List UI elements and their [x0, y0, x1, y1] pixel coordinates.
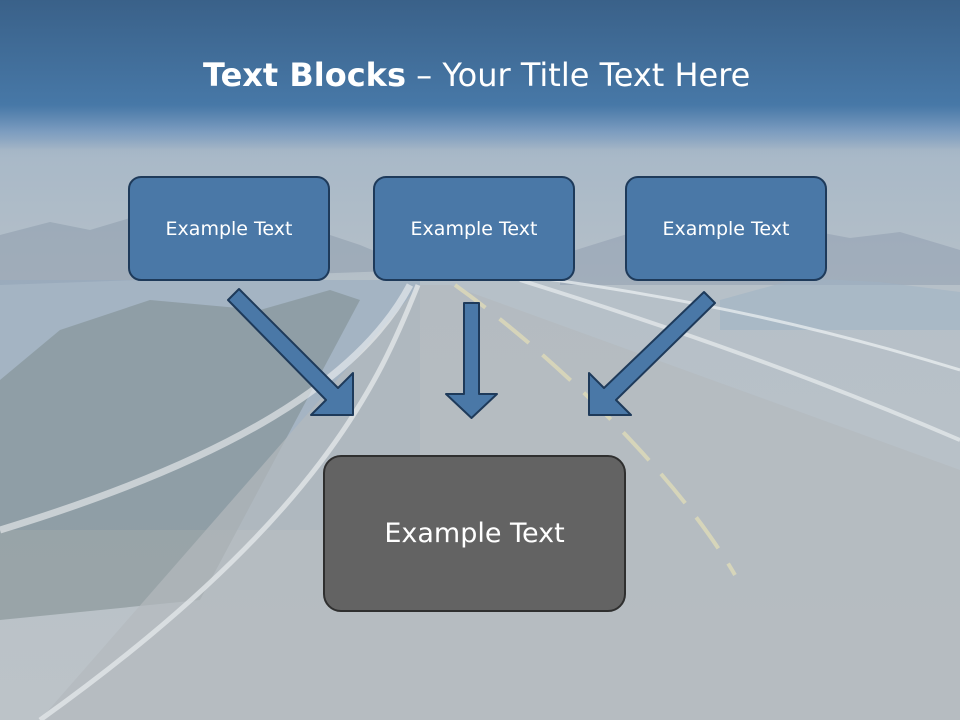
title-separator: – [406, 56, 443, 94]
text-block-1[interactable]: Example Text [128, 176, 330, 281]
result-text-block[interactable]: Example Text [323, 455, 626, 612]
arrow-down-right-icon [227, 288, 354, 416]
text-block-1-label: Example Text [165, 217, 293, 240]
text-block-2-label: Example Text [410, 217, 538, 240]
title-band [0, 0, 960, 150]
text-block-2[interactable]: Example Text [373, 176, 575, 281]
arrow-down-icon [445, 302, 498, 419]
title-bold-text: Text Blocks [203, 56, 406, 94]
title-rest-text: Your Title Text Here [442, 56, 751, 94]
text-block-3[interactable]: Example Text [625, 176, 827, 281]
arrow-down-left-icon [588, 291, 716, 416]
text-block-3-label: Example Text [662, 217, 790, 240]
result-text-block-label: Example Text [384, 518, 565, 549]
slide-title: Text Blocks – Your Title Text Here [203, 55, 750, 95]
